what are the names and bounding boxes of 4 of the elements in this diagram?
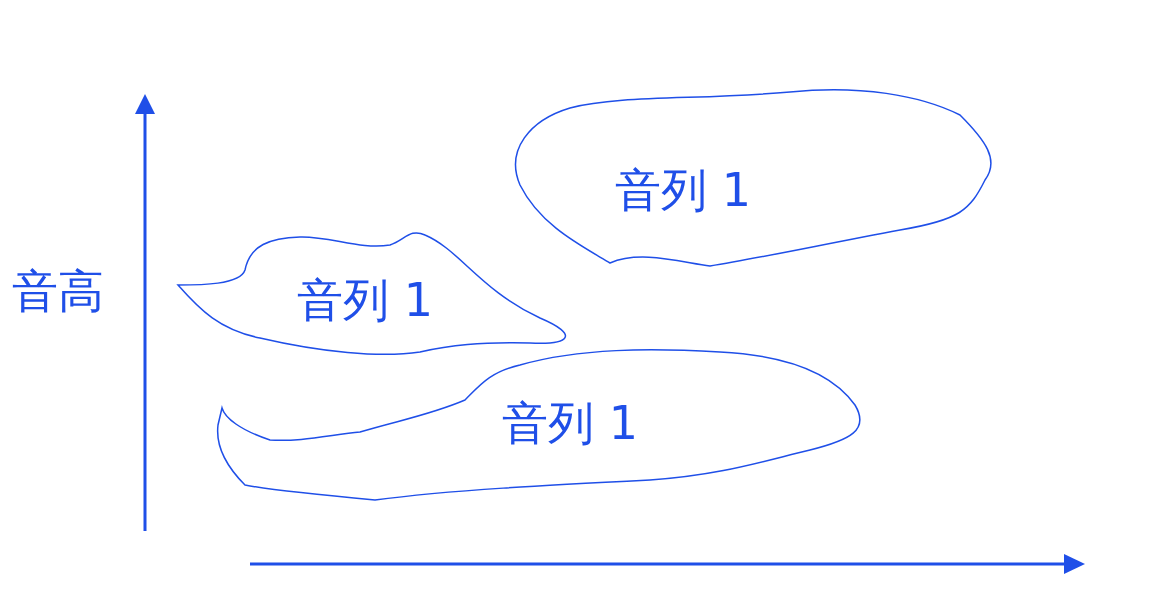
- blob-label: 音列 1: [502, 400, 638, 446]
- axis-label: 音高: [12, 268, 104, 314]
- blob-label: 音列 1: [615, 167, 751, 213]
- blob-label: 音列 1: [297, 277, 433, 323]
